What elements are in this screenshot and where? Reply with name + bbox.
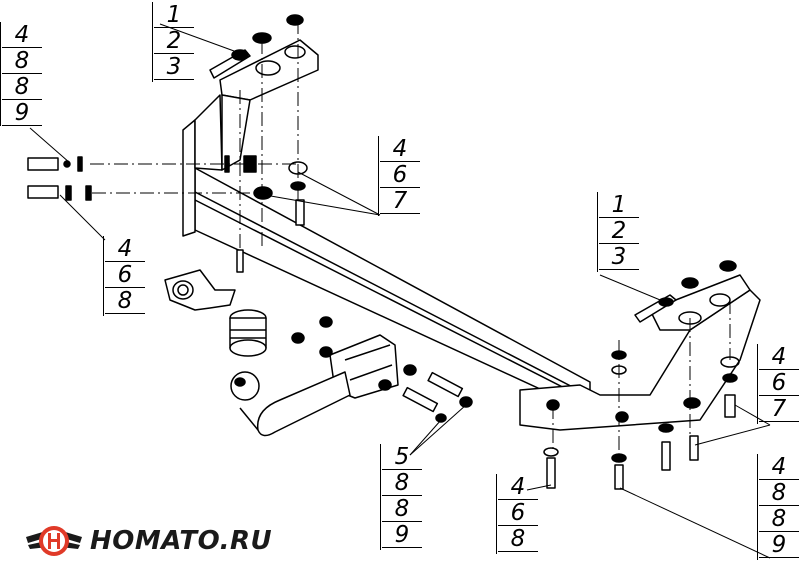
callout-label: 1 xyxy=(599,192,639,218)
callout-label: 2 xyxy=(599,218,639,244)
callout-label: 4 xyxy=(380,136,420,162)
callout-label: 4 xyxy=(759,344,799,370)
brand-logo[interactable]: HOMATO.RU xyxy=(24,519,272,563)
callout-label: 1 xyxy=(154,2,194,28)
wings-h-logo-icon xyxy=(26,526,82,556)
callout-label: 8 xyxy=(105,288,145,314)
callout-label: 8 xyxy=(382,470,422,496)
callout-label: 5 xyxy=(382,444,422,470)
callout-label: 6 xyxy=(498,500,538,526)
callout-label: 7 xyxy=(759,396,799,422)
left-top-fasteners xyxy=(231,14,304,61)
callout-label: 3 xyxy=(154,54,194,80)
left-horizontal-bolts xyxy=(27,155,257,201)
callout-label: 4 xyxy=(2,22,42,48)
callout-label: 6 xyxy=(759,370,799,396)
callout-label: 4 xyxy=(498,474,538,500)
ball-cap xyxy=(229,309,267,357)
callout-label: 8 xyxy=(759,506,799,532)
callout-label: 8 xyxy=(382,496,422,522)
callout-label: 9 xyxy=(382,522,422,548)
callout-label: 9 xyxy=(2,100,42,126)
callout-label: 7 xyxy=(380,188,420,214)
callout-label: 4 xyxy=(105,236,145,262)
callout-label: 9 xyxy=(759,532,799,558)
tow-ball-arm xyxy=(230,371,351,437)
hitch-bolts xyxy=(291,316,473,423)
callout-label: 2 xyxy=(154,28,194,54)
logo-mark-spacer xyxy=(24,521,84,561)
callout-label: 8 xyxy=(2,48,42,74)
callout-label: 6 xyxy=(105,262,145,288)
middle-fasteners xyxy=(236,161,308,273)
left-upper-bracket xyxy=(209,39,319,171)
callout-label: 8 xyxy=(498,526,538,552)
callout-label: 4 xyxy=(759,454,799,480)
left-side-plate xyxy=(182,94,223,237)
callout-label: 8 xyxy=(2,74,42,100)
logo-text: HOMATO.RU xyxy=(90,526,273,556)
callout-label: 3 xyxy=(599,244,639,270)
right-side-bracket xyxy=(519,260,761,431)
socket-bracket xyxy=(164,269,236,311)
callout-label: 6 xyxy=(380,162,420,188)
callout-label: 8 xyxy=(759,480,799,506)
